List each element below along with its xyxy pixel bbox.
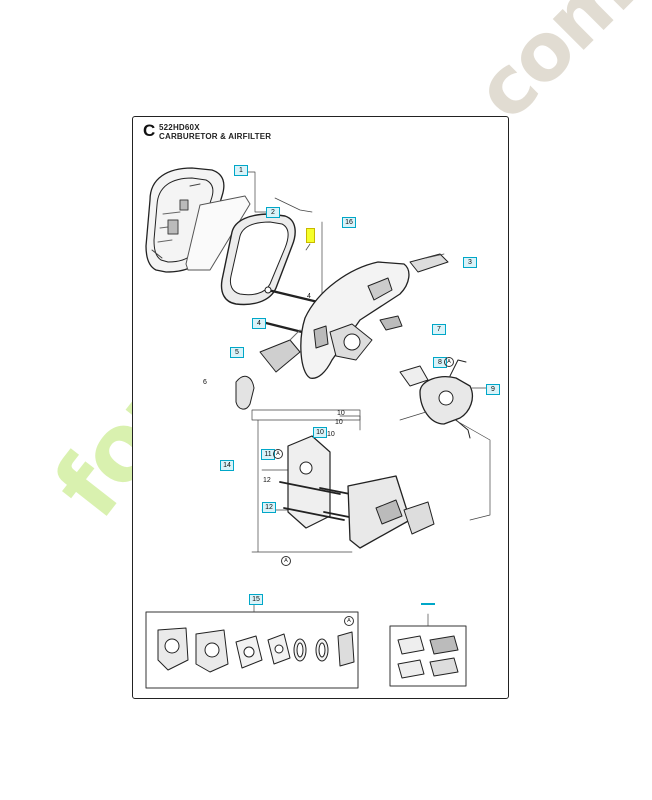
callout-10-a: 10: [337, 410, 345, 417]
carb-housing: [300, 261, 410, 379]
callout-3: 3: [463, 257, 477, 268]
kit-14-parts: [157, 627, 355, 673]
callout-4-top: 4: [307, 293, 311, 300]
callout-12-b: 12: [262, 502, 276, 513]
bolt-top: [266, 288, 320, 304]
callout-5: 5: [230, 347, 244, 358]
flange-gasket: [403, 501, 435, 535]
callout-14: 15: [249, 594, 263, 605]
ref-a-bottom: A: [281, 556, 291, 566]
section-letter: C: [143, 121, 156, 140]
filter-element: [185, 195, 251, 271]
adapter-plate: [287, 435, 331, 529]
filter-gasket: [220, 213, 296, 306]
linkage-part: [259, 339, 301, 373]
callout-12-a: 12: [263, 477, 271, 484]
callout-10-c: 10: [313, 427, 327, 438]
carburetor: [399, 359, 487, 439]
callout-1: 1: [234, 165, 248, 176]
callout-10-d: 10: [327, 431, 335, 438]
ref-a-8: A: [444, 357, 454, 367]
callout-15: [421, 603, 435, 605]
callout-10-b: 10: [335, 419, 343, 426]
callout-2: 2: [266, 207, 280, 218]
callout-9: 9: [486, 384, 500, 395]
highlighted-part-marker: [306, 228, 315, 243]
callout-7: 7: [432, 324, 446, 335]
callout-6: 6: [203, 379, 207, 386]
ref-a-kit14: A: [344, 616, 354, 626]
model-number: 522HD60X: [159, 123, 200, 132]
top-lever: [409, 253, 449, 273]
kit-14-frame: [145, 611, 359, 689]
trigger-part: [235, 375, 255, 410]
callout-16: 16: [342, 217, 356, 228]
kit-15-parts: [397, 635, 459, 679]
callout-13: 14: [220, 460, 234, 471]
diagram-title: CARBURETOR & AIRFILTER: [159, 132, 272, 141]
callout-4-mid: 4: [252, 318, 266, 329]
ref-a-11: A: [273, 449, 283, 459]
